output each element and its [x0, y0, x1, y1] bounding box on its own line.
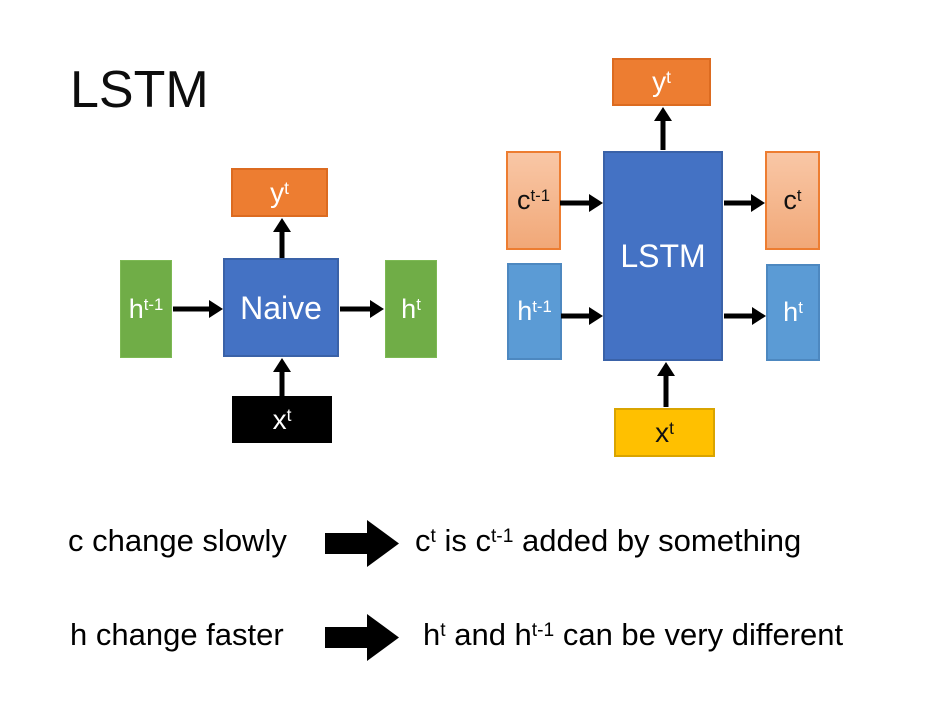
arrow-input-to-lstm-icon: [657, 362, 675, 407]
arrow-lstm-to-output-icon: [654, 107, 672, 150]
naive-hidden-prev-label: ht-1: [128, 293, 164, 324]
naive-center-box: Naive: [223, 258, 339, 357]
slide-title: LSTM: [70, 61, 209, 119]
naive-input-label: xt: [272, 403, 292, 435]
lstm-hidden-next-label: ht: [783, 297, 803, 327]
naive-hidden-prev-box: ht-1: [120, 260, 172, 358]
arrow-naive-to-output-icon: [273, 218, 291, 258]
lstm-output-box: yt: [612, 58, 711, 106]
lstm-input-label: xt: [655, 416, 674, 448]
lstm-input-box: xt: [614, 408, 715, 457]
lstm-hidden-next-box: ht: [766, 264, 820, 361]
lstm-hidden-prev-box: ht-1: [507, 263, 562, 360]
arrow-lstm-to-cell-next-icon: [724, 194, 765, 212]
arrow-hidden-prev-to-naive-icon: [173, 300, 223, 318]
lstm-output-label: yt: [652, 66, 671, 97]
right-block-arrow-icon: [325, 520, 399, 567]
note-c-label: c change slowly: [68, 523, 287, 558]
arrow-hidden-prev-to-lstm-icon: [561, 307, 603, 325]
naive-output-box: yt: [231, 168, 328, 217]
naive-input-box: xt: [232, 396, 332, 443]
lstm-cell-prev-label: ct-1: [516, 185, 551, 215]
naive-hidden-next-label: ht: [401, 293, 421, 324]
lstm-center-box: LSTM: [603, 151, 723, 361]
naive-hidden-next-box: ht: [385, 260, 437, 358]
lstm-cell-next-label: ct: [783, 185, 802, 215]
arrow-naive-to-hidden-next-icon: [340, 300, 384, 318]
naive-center-label: Naive: [240, 289, 322, 326]
right-block-arrow-icon: [325, 614, 399, 661]
lstm-center-label: LSTM: [620, 238, 706, 274]
note-h-text: ht and ht-1 can be very different: [423, 617, 844, 652]
note-c-text: ct is ct-1 added by something: [415, 523, 802, 558]
lstm-cell-next-box: ct: [765, 151, 820, 250]
lstm-cell-prev-box: ct-1: [506, 151, 561, 250]
lstm-hidden-prev-label: ht-1: [517, 296, 552, 326]
note-h-label: h change faster: [70, 617, 284, 652]
arrow-lstm-to-hidden-next-icon: [724, 307, 766, 325]
arrow-input-to-naive-icon: [273, 358, 291, 396]
arrow-cell-prev-to-lstm-icon: [560, 194, 603, 212]
naive-output-label: yt: [270, 176, 289, 208]
